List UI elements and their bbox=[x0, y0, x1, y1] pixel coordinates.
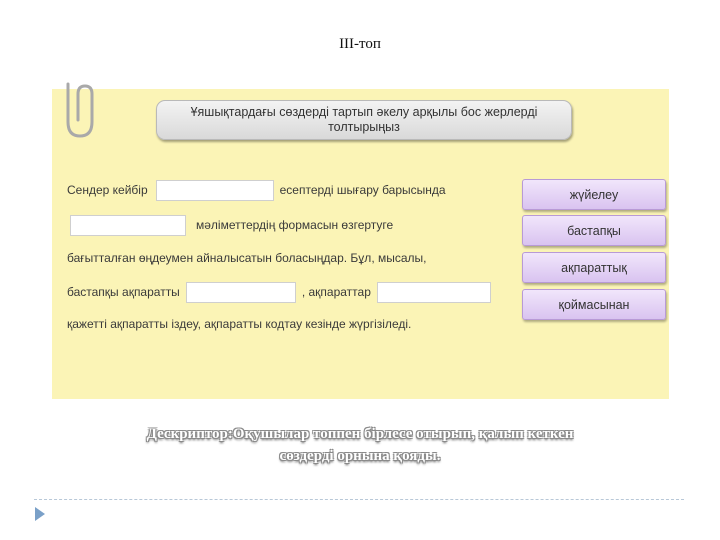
blank-slot-1[interactable] bbox=[155, 179, 274, 201]
word-button-bastapky[interactable]: бастапқы bbox=[522, 215, 666, 246]
blank-slot-3[interactable] bbox=[185, 281, 296, 303]
text-line-3: бағытталған өңдеумен айналысатын боласың… bbox=[67, 251, 427, 265]
slide-title: ІІІ-топ bbox=[339, 36, 381, 52]
text-line-5: қажетті ақпаратты іздеу, ақпаратты кодта… bbox=[67, 317, 412, 331]
word-button-koymasynan[interactable]: қоймасынан bbox=[522, 289, 666, 320]
word-button-zhuyeleu[interactable]: жүйелеу bbox=[522, 179, 666, 210]
text-line-1-end: есептерді шығару барысында bbox=[279, 183, 446, 197]
footer-divider bbox=[34, 499, 684, 500]
descriptor-line-2: сөздерді орнына қояды. bbox=[279, 448, 441, 464]
text-line-4-start: бастапқы ақпаратты bbox=[67, 285, 180, 299]
text-line-4-middle: , ақпараттар bbox=[301, 285, 371, 299]
text-line-4: бастапқы ақпаратты , ақпараттар bbox=[67, 281, 497, 303]
paperclip-icon bbox=[66, 82, 94, 138]
descriptor-text: Дескриптор:Оқушылар топпен бірлесе отыры… bbox=[60, 423, 660, 467]
blank-slot-2[interactable] bbox=[70, 214, 186, 236]
blank-slot-4[interactable] bbox=[376, 281, 491, 303]
text-line-1-start: Сендер кейбір bbox=[67, 183, 148, 197]
text-line-2-end: мәліметтердің формасын өзгертуге bbox=[196, 218, 394, 232]
play-arrow-icon[interactable] bbox=[34, 506, 46, 522]
text-line-1: Сендер кейбір есептерді шығару барысында bbox=[67, 179, 446, 201]
word-button-akparattyk[interactable]: ақпараттық bbox=[522, 252, 666, 283]
instruction-box: Ұяшықтардағы сөздерді тартып әкелу арқыл… bbox=[156, 100, 572, 140]
text-line-2: мәліметтердің формасын өзгертуге bbox=[70, 214, 393, 236]
descriptor-line-1: Дескриптор:Оқушылар топпен бірлесе отыры… bbox=[146, 426, 574, 442]
